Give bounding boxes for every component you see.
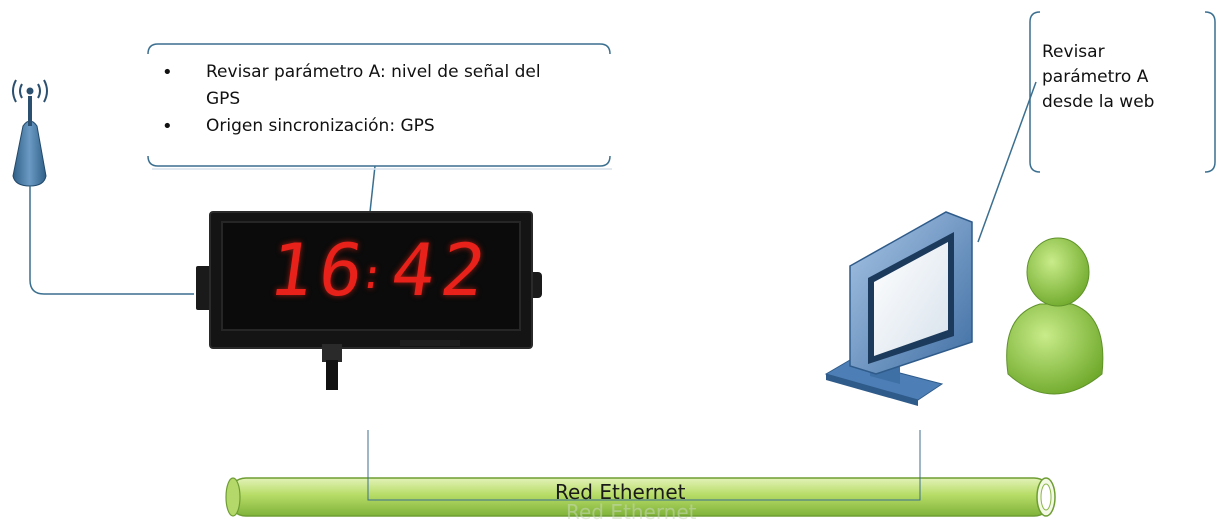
callout-right-line-3: desde la web — [1042, 92, 1155, 112]
callout-right-line-2: parámetro A — [1042, 67, 1149, 87]
callout-item-sync-origin: Origen sincronización: GPS — [162, 113, 608, 140]
antenna-icon — [12, 79, 48, 187]
callout-left: Revisar parámetro A: nivel de señal del … — [148, 52, 608, 170]
ethernet-pipe — [225, 477, 1056, 517]
monitor-icon — [824, 211, 973, 406]
clock-display — [196, 211, 542, 390]
callout-right-line-1: Revisar — [1042, 42, 1105, 62]
callout-left-list: Revisar parámetro A: nivel de señal del … — [148, 59, 608, 140]
clock-colon: : — [356, 252, 394, 298]
network-connectors — [367, 430, 921, 501]
ethernet-label-reflection: Red Ethernet — [566, 500, 697, 524]
antenna-cable — [29, 186, 194, 295]
callout-right-frame — [977, 11, 1216, 243]
clock-hours: 16 — [264, 228, 375, 312]
callout-left-frame — [147, 43, 611, 213]
clock-minutes: 42 — [386, 228, 497, 312]
callout-item-signal: Revisar parámetro A: nivel de señal del … — [162, 59, 566, 113]
user-icon — [1006, 237, 1104, 395]
callout-right: Revisar parámetro A desde la web — [1042, 40, 1212, 115]
ethernet-label: Red Ethernet — [555, 480, 686, 504]
